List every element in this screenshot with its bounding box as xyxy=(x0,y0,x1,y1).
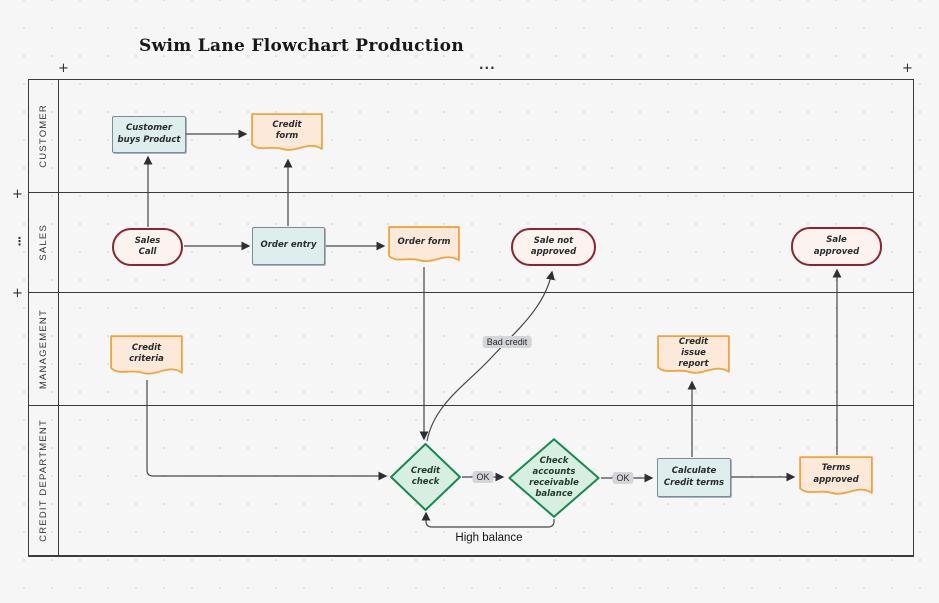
node-label: Sales Call xyxy=(134,235,161,257)
node-credit-check[interactable]: Credit check xyxy=(390,443,461,511)
node-label: Check accounts receivable balance xyxy=(529,455,579,500)
lane-body-management xyxy=(59,293,913,405)
node-order-form[interactable]: Order form xyxy=(388,226,460,266)
node-label: Order form xyxy=(397,237,451,248)
node-calculate-credit-terms[interactable]: Calculate Credit terms xyxy=(657,458,731,497)
document-shape-icon xyxy=(799,456,873,499)
decision-diamond-icon xyxy=(508,438,600,518)
node-customer-buys-product[interactable]: Customer buys Product xyxy=(112,116,186,153)
node-check-accounts-receivable-balance[interactable]: Check accounts receivable balance xyxy=(508,438,600,518)
add-lane-handle-left-lower[interactable]: + xyxy=(12,286,23,301)
node-label: Calculate Credit terms xyxy=(663,466,725,488)
node-label: Credit check xyxy=(410,465,441,487)
add-lane-handle-left-upper[interactable]: + xyxy=(12,187,23,202)
edge-credit-check-to-sale-not-approved[interactable] xyxy=(426,270,555,442)
node-order-entry[interactable]: Order entry xyxy=(252,227,325,265)
edge-label-bad-credit[interactable]: Bad credit xyxy=(482,336,532,348)
document-shape-icon xyxy=(110,335,183,379)
edge-check-accounts-to-credit-check-high-balance[interactable] xyxy=(421,511,555,528)
node-sales-call[interactable]: Sales Call xyxy=(112,228,183,266)
node-credit-criteria[interactable]: Credit criteria xyxy=(110,335,183,379)
node-sale-approved[interactable]: Sale approved xyxy=(791,227,882,266)
lane-header-management[interactable]: MANAGEMENT xyxy=(29,292,59,405)
node-label: Customer buys Product xyxy=(117,123,181,145)
lane-body-sales xyxy=(59,193,913,291)
edge-label-ok-2[interactable]: OK xyxy=(612,472,634,484)
node-label: Credit issue report xyxy=(678,336,709,370)
edge-credit-criteria-to-credit-check[interactable] xyxy=(146,380,388,481)
lane-header-credit-department[interactable]: CREDIT DEPARTMENT xyxy=(29,405,59,555)
node-label: Terms approved xyxy=(813,463,859,485)
lane-header-customer[interactable]: CUSTOMER xyxy=(29,80,59,193)
document-shape-icon xyxy=(251,113,323,155)
node-label: Order entry xyxy=(260,240,317,251)
lane-customer: CUSTOMER xyxy=(29,80,913,194)
node-label: Sale not approved xyxy=(530,235,577,257)
lane-body-customer xyxy=(59,80,913,192)
add-column-handle-top-right[interactable]: + xyxy=(902,61,913,76)
node-sale-not-approved[interactable]: Sale not approved xyxy=(511,228,596,266)
add-column-handle-top-left[interactable]: + xyxy=(58,61,69,76)
edge-label-ok-1[interactable]: OK xyxy=(472,471,494,483)
document-shape-icon xyxy=(388,226,460,266)
canvas-menu-handle-top-center[interactable]: ... xyxy=(479,58,496,72)
lane-credit-department: CREDIT DEPARTMENT xyxy=(29,405,913,555)
lane-menu-handle-left-middle[interactable]: ⋮ xyxy=(14,235,25,248)
lane-label-management: MANAGEMENT xyxy=(38,308,49,389)
lane-header-sales[interactable]: SALES xyxy=(29,193,59,292)
node-credit-issue-report[interactable]: Credit issue report xyxy=(657,335,730,378)
node-terms-approved[interactable]: Terms approved xyxy=(799,456,873,499)
node-credit-form[interactable]: Credit form xyxy=(251,113,323,155)
node-label: Credit form xyxy=(272,119,302,141)
swimlane-frame: CUSTOMER SALES MANAGEMENT CREDIT DEPARTM… xyxy=(28,79,914,557)
node-label: Credit criteria xyxy=(129,342,164,364)
document-shape-icon xyxy=(657,335,730,378)
edge-label-high-balance[interactable]: High balance xyxy=(455,532,523,544)
decision-diamond-icon xyxy=(390,443,461,511)
lane-label-customer: CUSTOMER xyxy=(38,104,49,169)
lane-sales: SALES xyxy=(29,193,913,293)
diagram-title: Swim Lane Flowchart Production xyxy=(139,36,464,56)
node-label: Sale approved xyxy=(813,235,860,257)
lane-label-sales: SALES xyxy=(38,224,49,261)
lane-label-credit-department: CREDIT DEPARTMENT xyxy=(38,419,49,542)
lane-management: MANAGEMENT xyxy=(29,292,913,406)
